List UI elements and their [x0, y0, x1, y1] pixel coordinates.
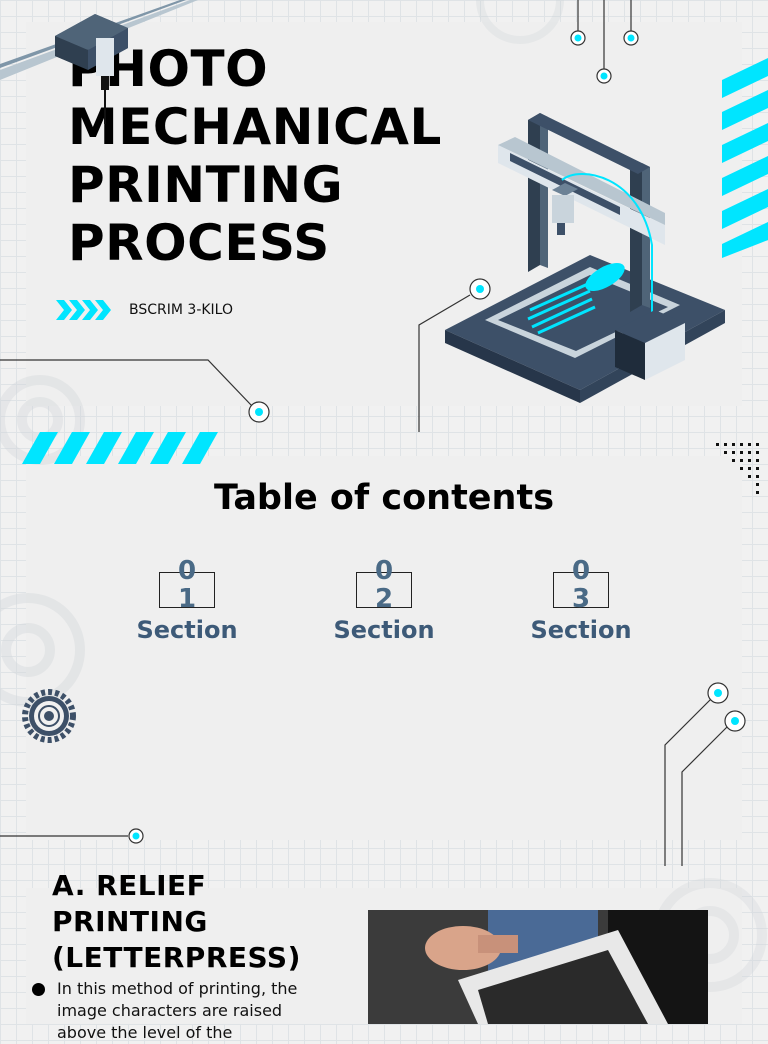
- circuit-node-icon: [570, 30, 639, 84]
- section-number-box: 03: [553, 557, 609, 613]
- gear-icon: [0, 593, 85, 707]
- section-label: Section: [136, 616, 238, 644]
- section-number-box: 01: [159, 557, 215, 613]
- cover-title-line: PROCESS: [68, 214, 330, 272]
- relief-title: A. RELIEF PRINTING (LETTERPRESS): [52, 868, 352, 976]
- chevron-icon: [722, 58, 768, 258]
- section-number: 01: [177, 556, 197, 614]
- relief-title-line: (LETTERPRESS): [52, 941, 301, 974]
- cover-title-line: PRINTING: [68, 156, 344, 214]
- relief-bullet-text: In this method of printing, the image ch…: [57, 979, 298, 1042]
- gear-icon: [476, 0, 564, 44]
- cover-title-line: MECHANICAL: [68, 98, 442, 156]
- gear-icon: [22, 689, 76, 743]
- letterpress-photo: [368, 910, 708, 1024]
- toc-section-1[interactable]: 01 Section: [127, 557, 247, 644]
- toc-title: Table of contents: [213, 478, 555, 518]
- cover-subtitle: BSCRIM 3-KILO: [129, 302, 233, 318]
- circuit-node-icon: [577, 0, 632, 70]
- stripe-decoration: [22, 432, 218, 464]
- printer-3d-icon: [445, 113, 725, 403]
- relief-title-line: PRINTING: [52, 905, 208, 938]
- section-label: Section: [530, 616, 632, 644]
- toc-section-3[interactable]: 03 Section: [521, 557, 641, 644]
- toc-section-2[interactable]: 02 Section: [324, 557, 444, 644]
- toc-slide: [26, 456, 742, 840]
- relief-bullet: In this method of printing, the image ch…: [32, 978, 332, 1044]
- section-number: 02: [374, 556, 394, 614]
- section-number: 03: [571, 556, 591, 614]
- circuit-node-icon: [0, 359, 253, 407]
- photo-illustration: [368, 910, 708, 1024]
- chevron-icon: [56, 300, 111, 320]
- relief-title-line: A. RELIEF: [52, 869, 207, 902]
- dot-pattern: [716, 443, 759, 494]
- section-label: Section: [333, 616, 435, 644]
- print-head-icon: [55, 14, 128, 124]
- section-number-box: 02: [356, 557, 412, 613]
- bullet-icon: [32, 983, 45, 996]
